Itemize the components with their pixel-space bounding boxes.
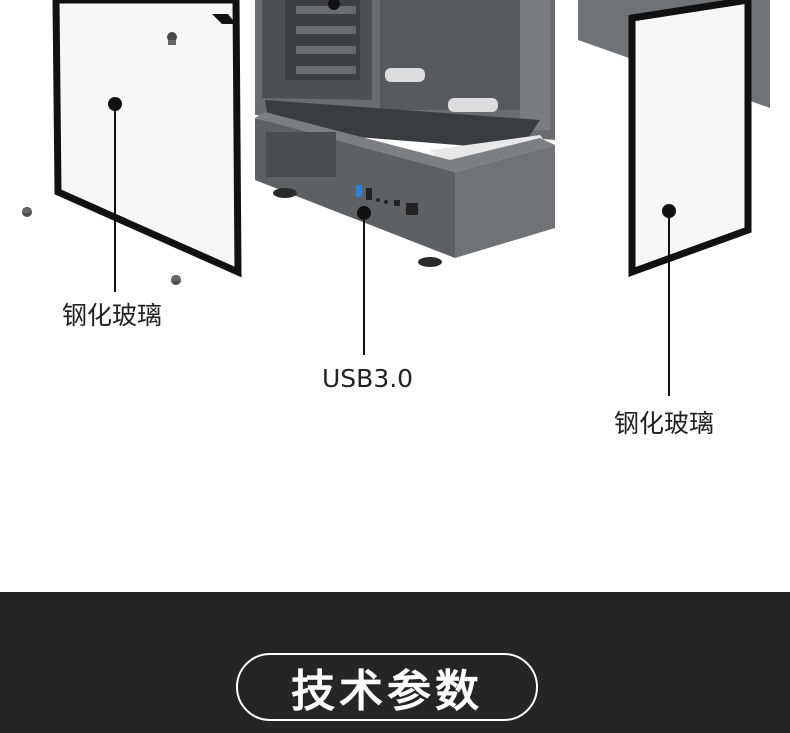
left-glass-panel: [52, 0, 242, 278]
right-glass-label: 钢化玻璃: [614, 409, 715, 438]
screw-icon: [167, 32, 177, 45]
left-glass-label: 钢化玻璃: [62, 301, 163, 330]
callout-right-glass: [662, 204, 676, 396]
specs-title-pill: 技术参数: [236, 653, 538, 721]
usb-label: USB3.0: [322, 364, 414, 393]
pc-case: [255, 0, 555, 267]
right-glass-panel: [578, 0, 770, 277]
pc-case-exploded-illustration: [22, 0, 770, 396]
callout-left-glass: [108, 97, 122, 292]
specs-title: 技术参数: [291, 666, 483, 717]
screw-icon: [22, 207, 32, 217]
screw-icon: [171, 275, 181, 285]
specs-section-band: [0, 592, 790, 733]
callout-usb: [357, 206, 371, 355]
